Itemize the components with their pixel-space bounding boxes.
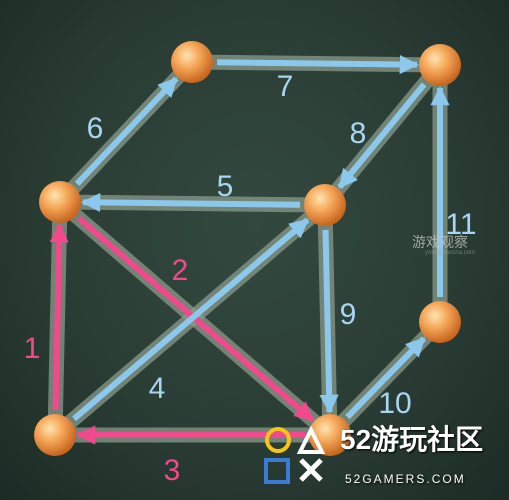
step-label-6: 6 xyxy=(87,112,104,145)
path-arrow-1 xyxy=(49,223,69,411)
step-label-11: 11 xyxy=(445,208,476,241)
path-arrow-5 xyxy=(81,192,301,213)
path-arrow-7 xyxy=(216,54,419,75)
path-arrow-9 xyxy=(319,229,339,414)
step-label-7: 7 xyxy=(277,70,294,103)
node-F xyxy=(419,44,461,86)
step-label-8: 8 xyxy=(350,117,367,150)
node-B xyxy=(39,181,81,223)
logo-cross-icon xyxy=(299,458,323,482)
step-label-9: 9 xyxy=(340,298,357,331)
path-arrow-4 xyxy=(72,217,310,422)
logo-circle-icon xyxy=(265,427,291,453)
logo-triangle-icon xyxy=(296,425,326,454)
watermark-site-url: youxiguancha.com xyxy=(425,250,476,256)
path-arrow-8 xyxy=(337,82,427,190)
node-G xyxy=(419,301,461,343)
step-label-2: 2 xyxy=(172,254,189,287)
path-arrow-2 xyxy=(76,216,315,423)
watermark-logo-subtitle: 52GAMERS.COM xyxy=(345,472,466,486)
node-A xyxy=(34,414,76,456)
step-label-10: 10 xyxy=(378,387,411,420)
watermark-site-text: 游戏观察 xyxy=(412,234,468,250)
path-arrow-10 xyxy=(345,336,427,420)
logo-square-icon xyxy=(264,458,290,484)
step-label-1: 1 xyxy=(24,332,41,365)
watermark-logo-title: 52游玩社区 xyxy=(340,424,484,455)
node-D xyxy=(304,184,346,226)
path-arrow-6 xyxy=(74,76,179,186)
step-label-5: 5 xyxy=(217,170,234,203)
step-label-4: 4 xyxy=(149,372,166,405)
step-label-3: 3 xyxy=(164,454,181,487)
node-E xyxy=(171,41,213,83)
